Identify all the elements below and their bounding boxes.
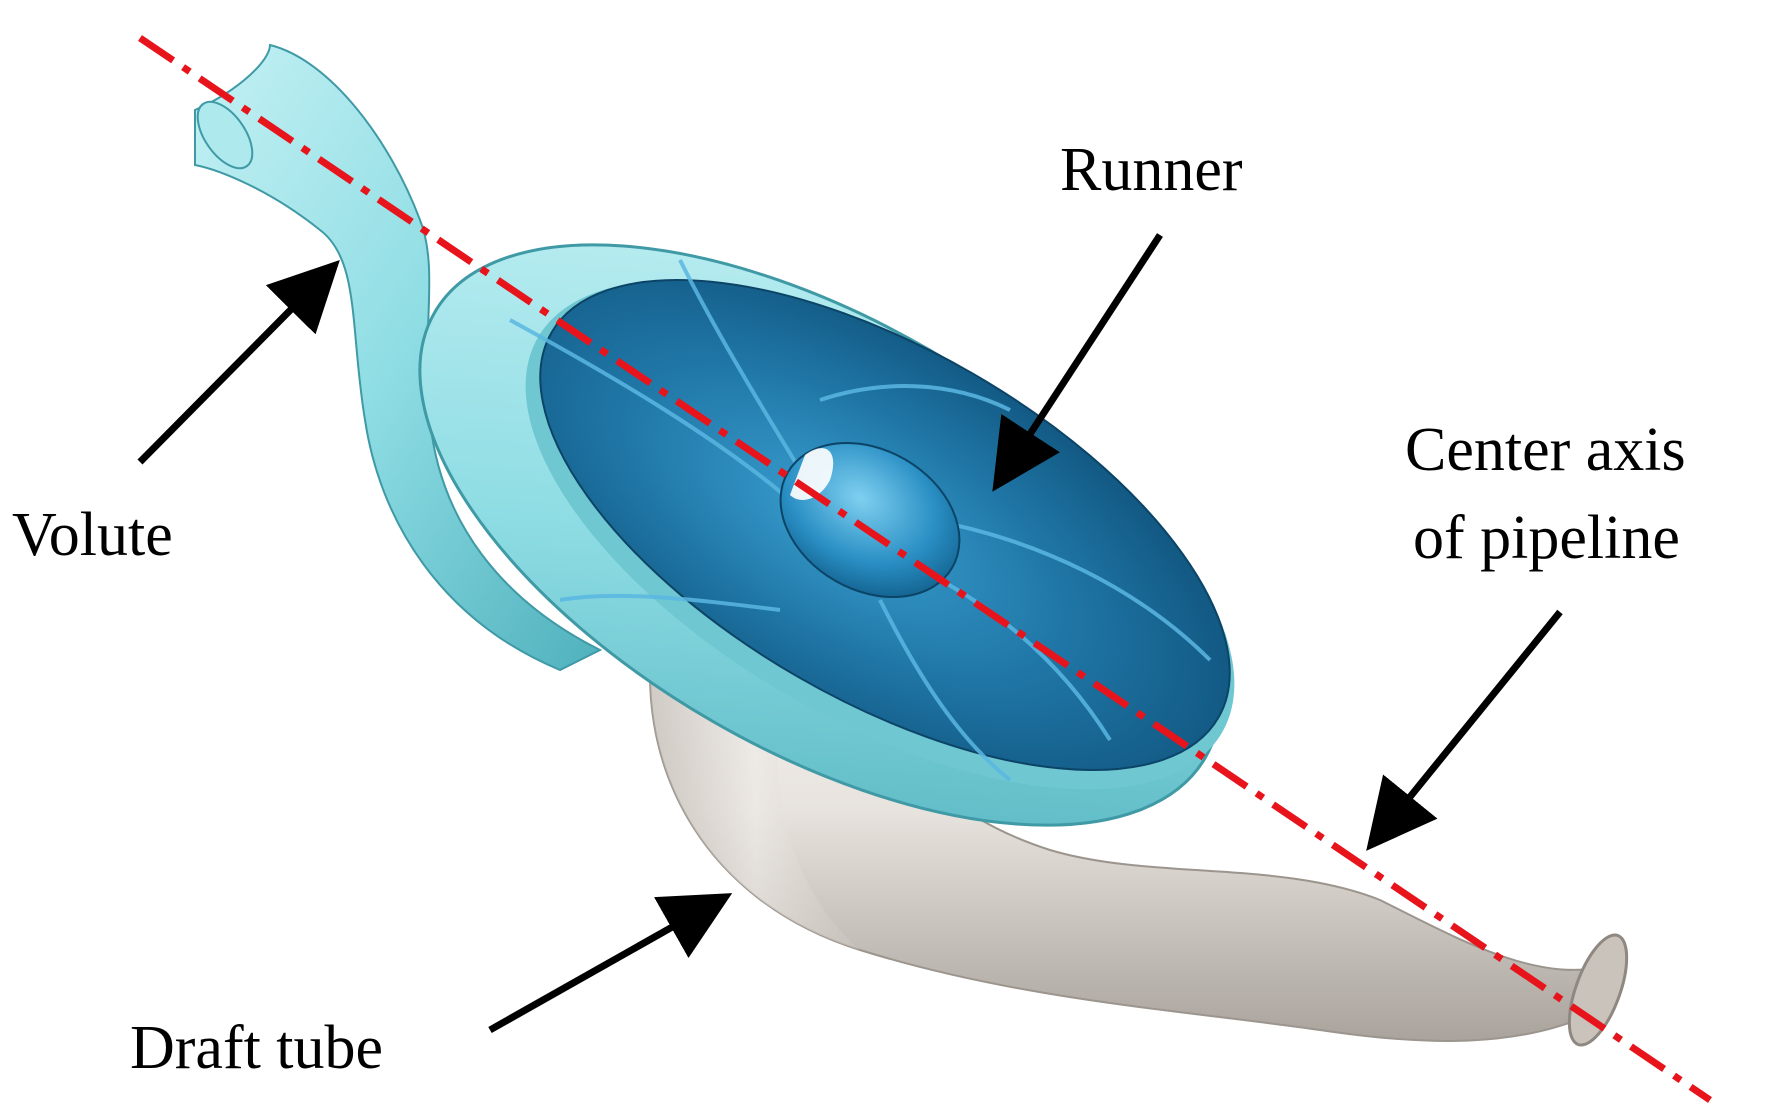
volute-label: Volute [12,501,173,569]
center-axis-label-line2: of pipeline [1413,504,1680,572]
center-axis-label-line1: Center axis [1405,416,1686,484]
volute-shape [194,43,603,672]
center-axis-arrow [1366,609,1563,851]
runner-label: Runner [1060,136,1243,204]
volute-arrow [137,260,340,465]
draft-tube-label: Draft tube [130,1014,383,1082]
runner-arrow [992,233,1163,492]
draft-tube-arrow [488,893,733,1034]
volute-inlet [196,100,254,170]
center-axis-line [138,35,1712,1103]
pointer-arrows [137,233,1563,1034]
runner-shape [509,259,1231,782]
runner-blades [509,259,1212,782]
